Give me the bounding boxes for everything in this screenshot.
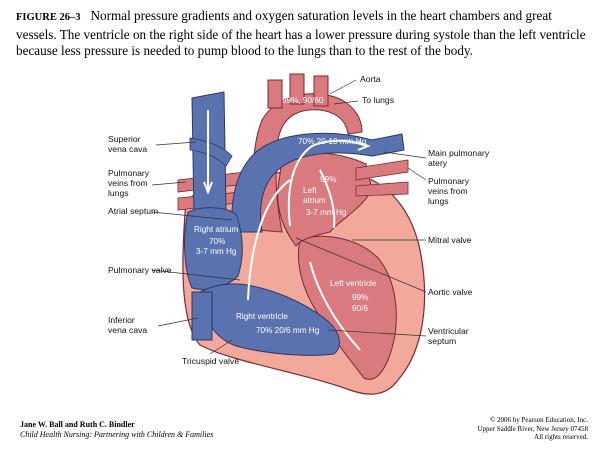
label-pulmonary-veins-right: lungs: [428, 196, 449, 206]
label-main-pulmonary-artery: atery: [428, 158, 448, 168]
label-pulmonary-veins-right: Pulmonary: [428, 176, 470, 186]
label-aortic-valve: Aortic valve: [428, 287, 473, 297]
left-atrium-name: Left: [303, 186, 317, 195]
label-pulmonary-veins-left: Pulmonary: [108, 168, 150, 178]
leader-lines: [151, 79, 427, 355]
right-ventricle-values: 70% 20/6 mm Hg: [256, 326, 320, 335]
label-pulmonary-valve: Pulmonary valve: [108, 265, 172, 275]
label-ventricular-septum: Ventricular: [428, 326, 469, 336]
left-ventricle-values: 90/6: [352, 304, 368, 313]
flow-arrow: [319, 169, 336, 229]
flow-arrow-head: [203, 181, 213, 195]
flow-arrow: [247, 179, 291, 301]
flow-arrow-head: [357, 141, 371, 151]
caption-text: Normal pressure gradients and oxygen sat…: [16, 8, 586, 58]
inferior-vena-cava: [191, 291, 213, 341]
label-atrial-septum: Atrial septum: [108, 206, 158, 216]
copyright-line: © 2006 by Pearson Education, Inc.: [489, 416, 588, 424]
copyright-line: Upper Saddle River, New Jersey 07458: [477, 424, 588, 433]
label-to-lungs: To lungs: [362, 95, 394, 105]
aorta-branch: [267, 79, 283, 109]
footer-book-title: Child Health Nursing: Partnering with Ch…: [20, 429, 214, 439]
copyright-line: All rights reserved.: [534, 433, 588, 441]
left-atrium: [277, 152, 373, 247]
pulmonary-artery: [231, 132, 405, 233]
aorta-branch: [313, 75, 329, 107]
label-inferior-vena-cava: vena cava: [108, 325, 147, 335]
left-ventricle-values: 99%: [352, 293, 368, 302]
label-main-pulmonary-artery: Main pulmonary: [428, 148, 490, 158]
pulmonary-artery-branch: [189, 137, 233, 167]
left-atrium-name: atrium: [303, 196, 326, 205]
right-atrium: [184, 207, 243, 290]
label-mitral-valve: Mitral valve: [428, 235, 472, 245]
left-ventricle: [297, 235, 397, 380]
right-atrium-values: 70%: [209, 237, 225, 246]
label-aorta: Aorta: [360, 74, 381, 84]
right-ventricle-name: Right ventricle: [236, 312, 288, 321]
label-pulmonary-veins-left: lungs: [108, 188, 129, 198]
label-superior-vena-cava: vena cava: [108, 144, 147, 154]
label-pulmonary-veins-right: veins from: [428, 186, 468, 196]
left-atrium-pressure: 3-7 mm Hg: [306, 208, 347, 217]
label-inferior-vena-cava: Inferior: [108, 315, 135, 325]
footer-authors: Jane W. Ball and Ruth C. Bindler: [20, 420, 135, 429]
footer-citation: Jane W. Ball and Ruth C. Bindler Child H…: [20, 420, 213, 439]
pulmonary-veins-right: [355, 159, 409, 197]
aorta-branch: [289, 73, 305, 105]
right-atrium-name: Right atrium: [194, 225, 238, 234]
label-ventricular-septum: septum: [428, 336, 456, 346]
right-ventricle: [199, 283, 340, 356]
pulmonary-artery-values: 70% 20-10 mm Hg: [298, 137, 367, 146]
flow-arrow: [309, 261, 361, 351]
figure-label: FIGURE 26–3: [16, 12, 81, 23]
label-pulmonary-veins-left: veins from: [108, 178, 148, 188]
left-atrium-saturation: 99%: [320, 175, 336, 184]
label-tricuspid-valve: Tricuspid valve: [182, 356, 239, 366]
right-atrium-values: 3-7 mm Hg: [196, 247, 237, 256]
aorta-values: 99%, 90/60: [282, 96, 324, 105]
flow-arrow: [287, 139, 367, 227]
label-superior-vena-cava: Superior: [108, 134, 141, 144]
footer-copyright: © 2006 by Pearson Education, Inc. Upper …: [477, 416, 588, 442]
left-ventricle-name: Left ventricle: [330, 279, 377, 288]
